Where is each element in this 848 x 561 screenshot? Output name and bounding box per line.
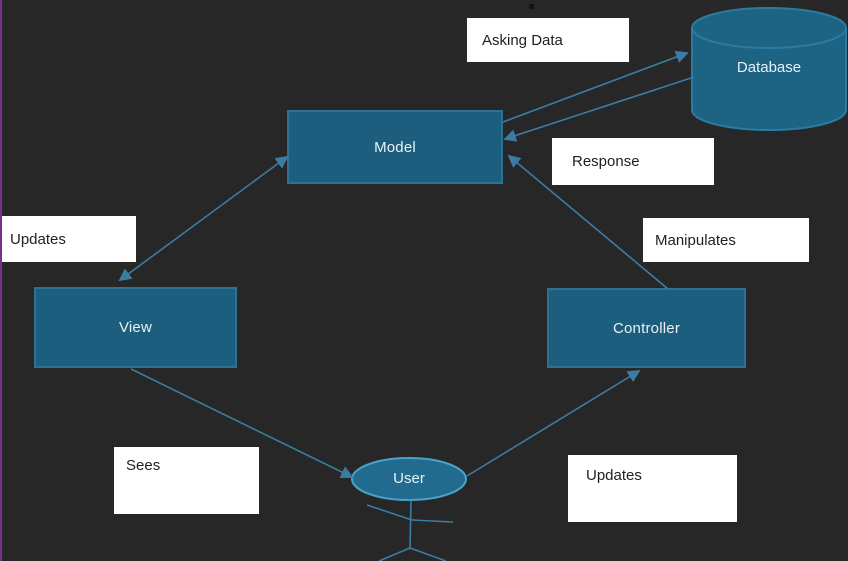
edge-label-response-text: Response (572, 153, 640, 170)
node-user-label: User (393, 470, 425, 487)
edge-label-response: Response (552, 138, 714, 185)
left-edge-accent-line (0, 0, 2, 561)
edge-label-asking-data: Asking Data (467, 18, 629, 62)
edge-model-view-bidirectional (118, 155, 289, 282)
edge-label-sees: Sees (114, 447, 259, 514)
node-controller: Controller (547, 288, 746, 368)
edge-model-to-database (502, 50, 689, 123)
edge-label-updates-user-controller: Updates (568, 455, 737, 522)
node-database-label: Database (736, 59, 802, 76)
edge-label-sees-text: Sees (126, 457, 161, 474)
node-controller-label: Controller (612, 319, 681, 337)
user-right-leg-line (409, 547, 447, 561)
user-right-arm-line (411, 519, 454, 523)
edge-label-updates-model-view: Updates (2, 216, 136, 262)
node-view: View (34, 287, 237, 368)
user-left-leg-line (378, 547, 411, 561)
edge-label-asking-data-text: Asking Data (482, 31, 563, 49)
node-model-label: Model (374, 138, 416, 156)
user-left-arm-line (366, 504, 413, 521)
edge-label-manipulates-text: Manipulates (655, 231, 736, 249)
user-body-line (409, 499, 412, 549)
edge-label-updates-model-view-text: Updates (10, 230, 66, 248)
node-model: Model (287, 110, 503, 184)
edge-database-to-model (503, 76, 695, 142)
node-view-label: View (118, 319, 153, 336)
stray-dot (529, 4, 534, 9)
edge-label-updates-user-controller-text: Updates (586, 467, 642, 484)
edge-label-manipulates: Manipulates (643, 218, 809, 262)
